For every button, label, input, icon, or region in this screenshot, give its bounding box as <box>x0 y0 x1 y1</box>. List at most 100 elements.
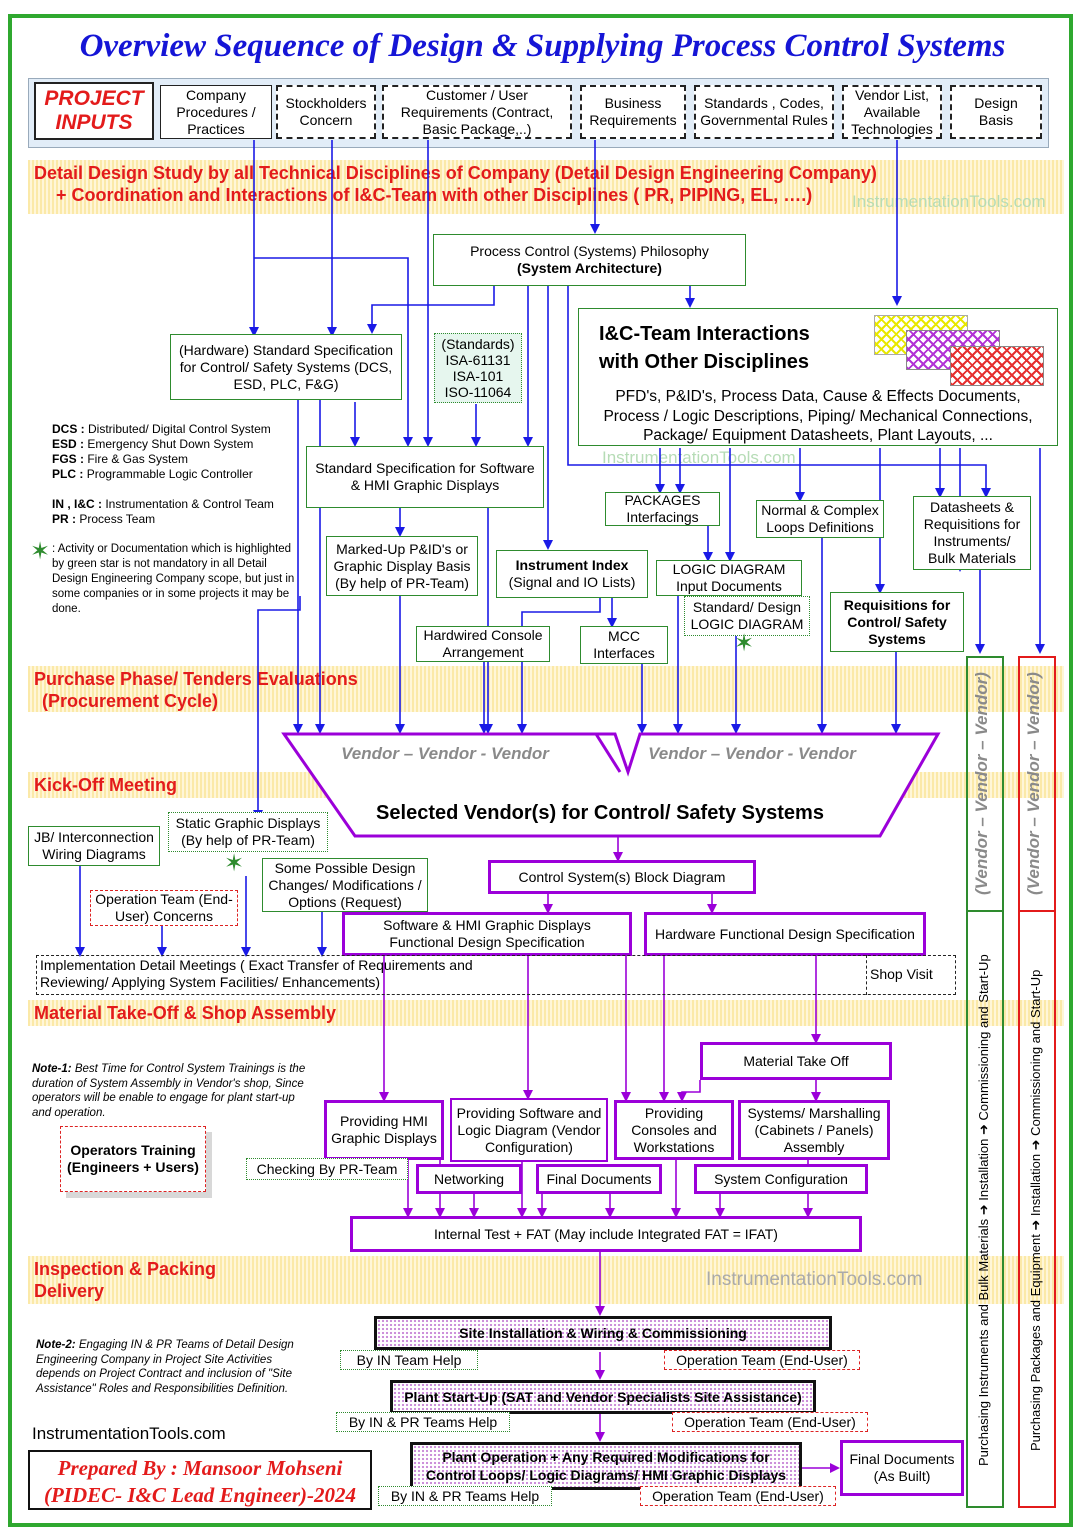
block-diagram-box: Control System(s) Block Diagram <box>488 860 756 894</box>
legend-abbr: PR : <box>52 512 76 526</box>
side-vendor-right: (Vendor – Vendor – Vendor) <box>1024 672 1043 896</box>
philosophy-line2: (System Architecture) <box>517 260 662 276</box>
hmi-box: Providing HMI Graphic Displays <box>324 1100 444 1160</box>
standards-box: (Standards) ISA-61131 ISA-101 ISO-11064 <box>434 333 522 403</box>
band-inspection: Inspection & Packing Delivery <box>28 1256 1064 1304</box>
legend-abbr: ESD : <box>52 437 85 451</box>
sys-config-box: System Configuration <box>694 1164 868 1194</box>
note-1-text: Best Time for Control System Trainings i… <box>32 1063 306 1119</box>
standards-line3: ISA-101 <box>452 368 504 384</box>
operators-training-line2: (Engineers + Users) <box>67 1159 199 1175</box>
mcc-box: MCC Interfaces <box>580 626 668 664</box>
op-team-box-3: Operation Team (End-User) <box>640 1486 836 1506</box>
operators-training-box: Operators Training (Engineers + Users) <box>60 1126 206 1192</box>
legend-abbr: FGS : <box>52 452 84 466</box>
green-star-icon-legend: ✶ <box>30 538 51 565</box>
side-column-red-divider <box>1018 910 1056 912</box>
green-star-icon-static: ✶ <box>224 850 245 877</box>
hardwired-box: Hardwired Console Arrangement <box>416 626 550 662</box>
op-team-box-2: Operation Team (End-User) <box>672 1412 868 1432</box>
ic-team-body-1: PFD's, P&ID's, Process Data, Cause & Eff… <box>615 388 1021 405</box>
instrument-index-line2: (Signal and IO Lists) <box>508 574 636 590</box>
legend-row: PR : Process Team <box>52 512 302 527</box>
page-frame <box>8 14 1073 1527</box>
marked-up-box: Marked-Up P&ID's or Graphic Display Basi… <box>326 536 478 596</box>
note-1: Note-1: Best Time for Control System Tra… <box>32 1062 308 1120</box>
legend-row: DCS : Distributed/ Digital Control Syste… <box>52 422 302 437</box>
band-purchase: Purchase Phase/ Tenders Evaluations (Pro… <box>28 666 1064 712</box>
note-2-label: Note-2: <box>36 1339 76 1351</box>
fat-box: Internal Test + FAT (May include Integra… <box>350 1216 862 1252</box>
legend-text: Process Team <box>79 512 156 526</box>
requisitions-box: Requisitions for Control/ Safety Systems <box>830 592 964 652</box>
legend-row: FGS : Fire & Gas System <box>52 452 302 467</box>
startup-box: Plant Start-Up (SAT and Vendor Specialis… <box>390 1380 816 1414</box>
by-in-pr-box-1: By IN & PR Teams Help <box>336 1412 510 1432</box>
instrument-index-box: Instrument Index (Signal and IO Lists) <box>496 550 648 598</box>
band-inspection-line2: Delivery <box>34 1281 105 1301</box>
sw-logic-box: Providing Software and Logic Diagram (Ve… <box>450 1098 608 1162</box>
operation-line2: Control Loops/ Logic Diagrams/ HMI Graph… <box>425 1467 787 1483</box>
input-design-basis: Design Basis <box>950 85 1042 139</box>
legend: DCS : Distributed/ Digital Control Syste… <box>52 422 302 527</box>
ic-team-title-1: I&C-Team Interactions <box>599 323 810 345</box>
band-material: Material Take-Off & Shop Assembly <box>28 1000 1064 1026</box>
star-note: : Activity or Documentation which is hig… <box>52 543 295 615</box>
legend-text: Fire & Gas System <box>87 452 189 466</box>
legend-abbr: PLC : <box>52 467 84 481</box>
input-business-requirements: Business Requirements <box>580 85 686 139</box>
document-stack-icon-3 <box>950 346 1044 386</box>
legend-text: Instrumentation & Control Team <box>105 497 274 511</box>
legend-text: Emergency Shut Down System <box>87 437 254 451</box>
static-graphic-box: Static Graphic Displays (By help of PR-T… <box>168 812 328 852</box>
vendor-funnel-outline <box>281 732 941 838</box>
prepared-by-line1: Prepared By : Mansoor Mohseni <box>57 1456 343 1480</box>
ic-team-title-2: with Other Disciplines <box>599 351 810 373</box>
side-column-green-divider <box>966 910 1004 912</box>
legend-row: ESD : Emergency Shut Down System <box>52 437 302 452</box>
prepared-by-line2: (PIDEC- I&C Lead Engineer)-2024 <box>43 1483 357 1507</box>
by-in-pr-box-2: By IN & PR Teams Help <box>378 1486 552 1506</box>
side-purchasing-right: Purchasing Packages and Equipment ➜ Inst… <box>1028 969 1043 1451</box>
side-vendor-left: (Vendor – Vendor – Vendor) <box>972 672 991 896</box>
green-star-icon: ✶ <box>734 630 755 657</box>
site-install-box: Site Installation & Wiring & Commissioni… <box>374 1316 832 1350</box>
philosophy-box: Process Control (Systems) Philosophy (Sy… <box>433 234 746 286</box>
shop-visit-label: Shop Visit <box>870 966 933 982</box>
watermark-2: InstrumentationTools.com <box>602 448 796 467</box>
operation-concerns-box: Operation Team (End-User) Concerns <box>90 890 238 926</box>
std-logic-box: Standard/ Design LOGIC DIAGRAM <box>684 596 810 636</box>
vendor-left-label: Vendor – Vendor - Vendor <box>341 744 549 763</box>
ic-team-body: PFD's, P&ID's, Process Data, Cause & Eff… <box>579 387 1057 446</box>
sw-fds-box: Software & HMI Graphic Displays Function… <box>342 912 632 956</box>
legend-row: IN , I&C : Instrumentation & Control Tea… <box>52 497 302 512</box>
project-inputs-label: PROJECT INPUTS <box>34 82 154 140</box>
side-column-red <box>1018 656 1056 1508</box>
hw-spec-box: (Hardware) Standard Specification for Co… <box>170 334 402 400</box>
implementation-text: Implementation Detail Meetings ( Exact T… <box>40 957 473 990</box>
final-docs-box: Final Documents <box>536 1164 662 1194</box>
note-2-text: Engaging IN & PR Teams of Detail Design … <box>36 1339 294 1395</box>
selected-vendor-label: Selected Vendor(s) for Control/ Safety S… <box>376 802 824 824</box>
checking-box: Checking By PR-Team <box>246 1158 408 1180</box>
band-inspection-line1: Inspection & Packing <box>34 1259 217 1279</box>
marshalling-box: Systems/ Marshalling (Cabinets / Panels)… <box>738 1100 890 1160</box>
shop-visit-divider <box>866 955 867 995</box>
logic-diagram-box: LOGIC DIAGRAM Input Documents <box>656 560 802 596</box>
ic-team-body-2: Process / Logic Descriptions, Piping/ Me… <box>603 407 1033 425</box>
input-standards-codes: Standards , Codes, Governmental Rules <box>694 85 834 139</box>
vendor-right-label: Vendor – Vendor - Vendor <box>648 744 856 763</box>
input-stockholders: Stockholders Concern <box>276 85 376 139</box>
mto-box: Material Take Off <box>700 1042 892 1080</box>
datasheets-box: Datasheets & Requisitions for Instrument… <box>913 496 1031 570</box>
note-1-label: Note-1: <box>32 1063 72 1075</box>
input-customer-requirements: Customer / User Requirements (Contract, … <box>382 85 572 139</box>
standards-line2: ISA-61131 <box>445 352 511 368</box>
legend-row: PLC : Programmable Logic Controller <box>52 467 302 482</box>
legend-text: Distributed/ Digital Control System <box>88 422 271 436</box>
legend-abbr: DCS : <box>52 422 85 436</box>
implementation-box <box>36 955 956 995</box>
op-team-box-1: Operation Team (End-User) <box>664 1350 860 1370</box>
note-2: Note-2: Engaging IN & PR Teams of Detail… <box>36 1338 298 1396</box>
operation-box: Plant Operation + Any Required Modificat… <box>410 1442 802 1490</box>
